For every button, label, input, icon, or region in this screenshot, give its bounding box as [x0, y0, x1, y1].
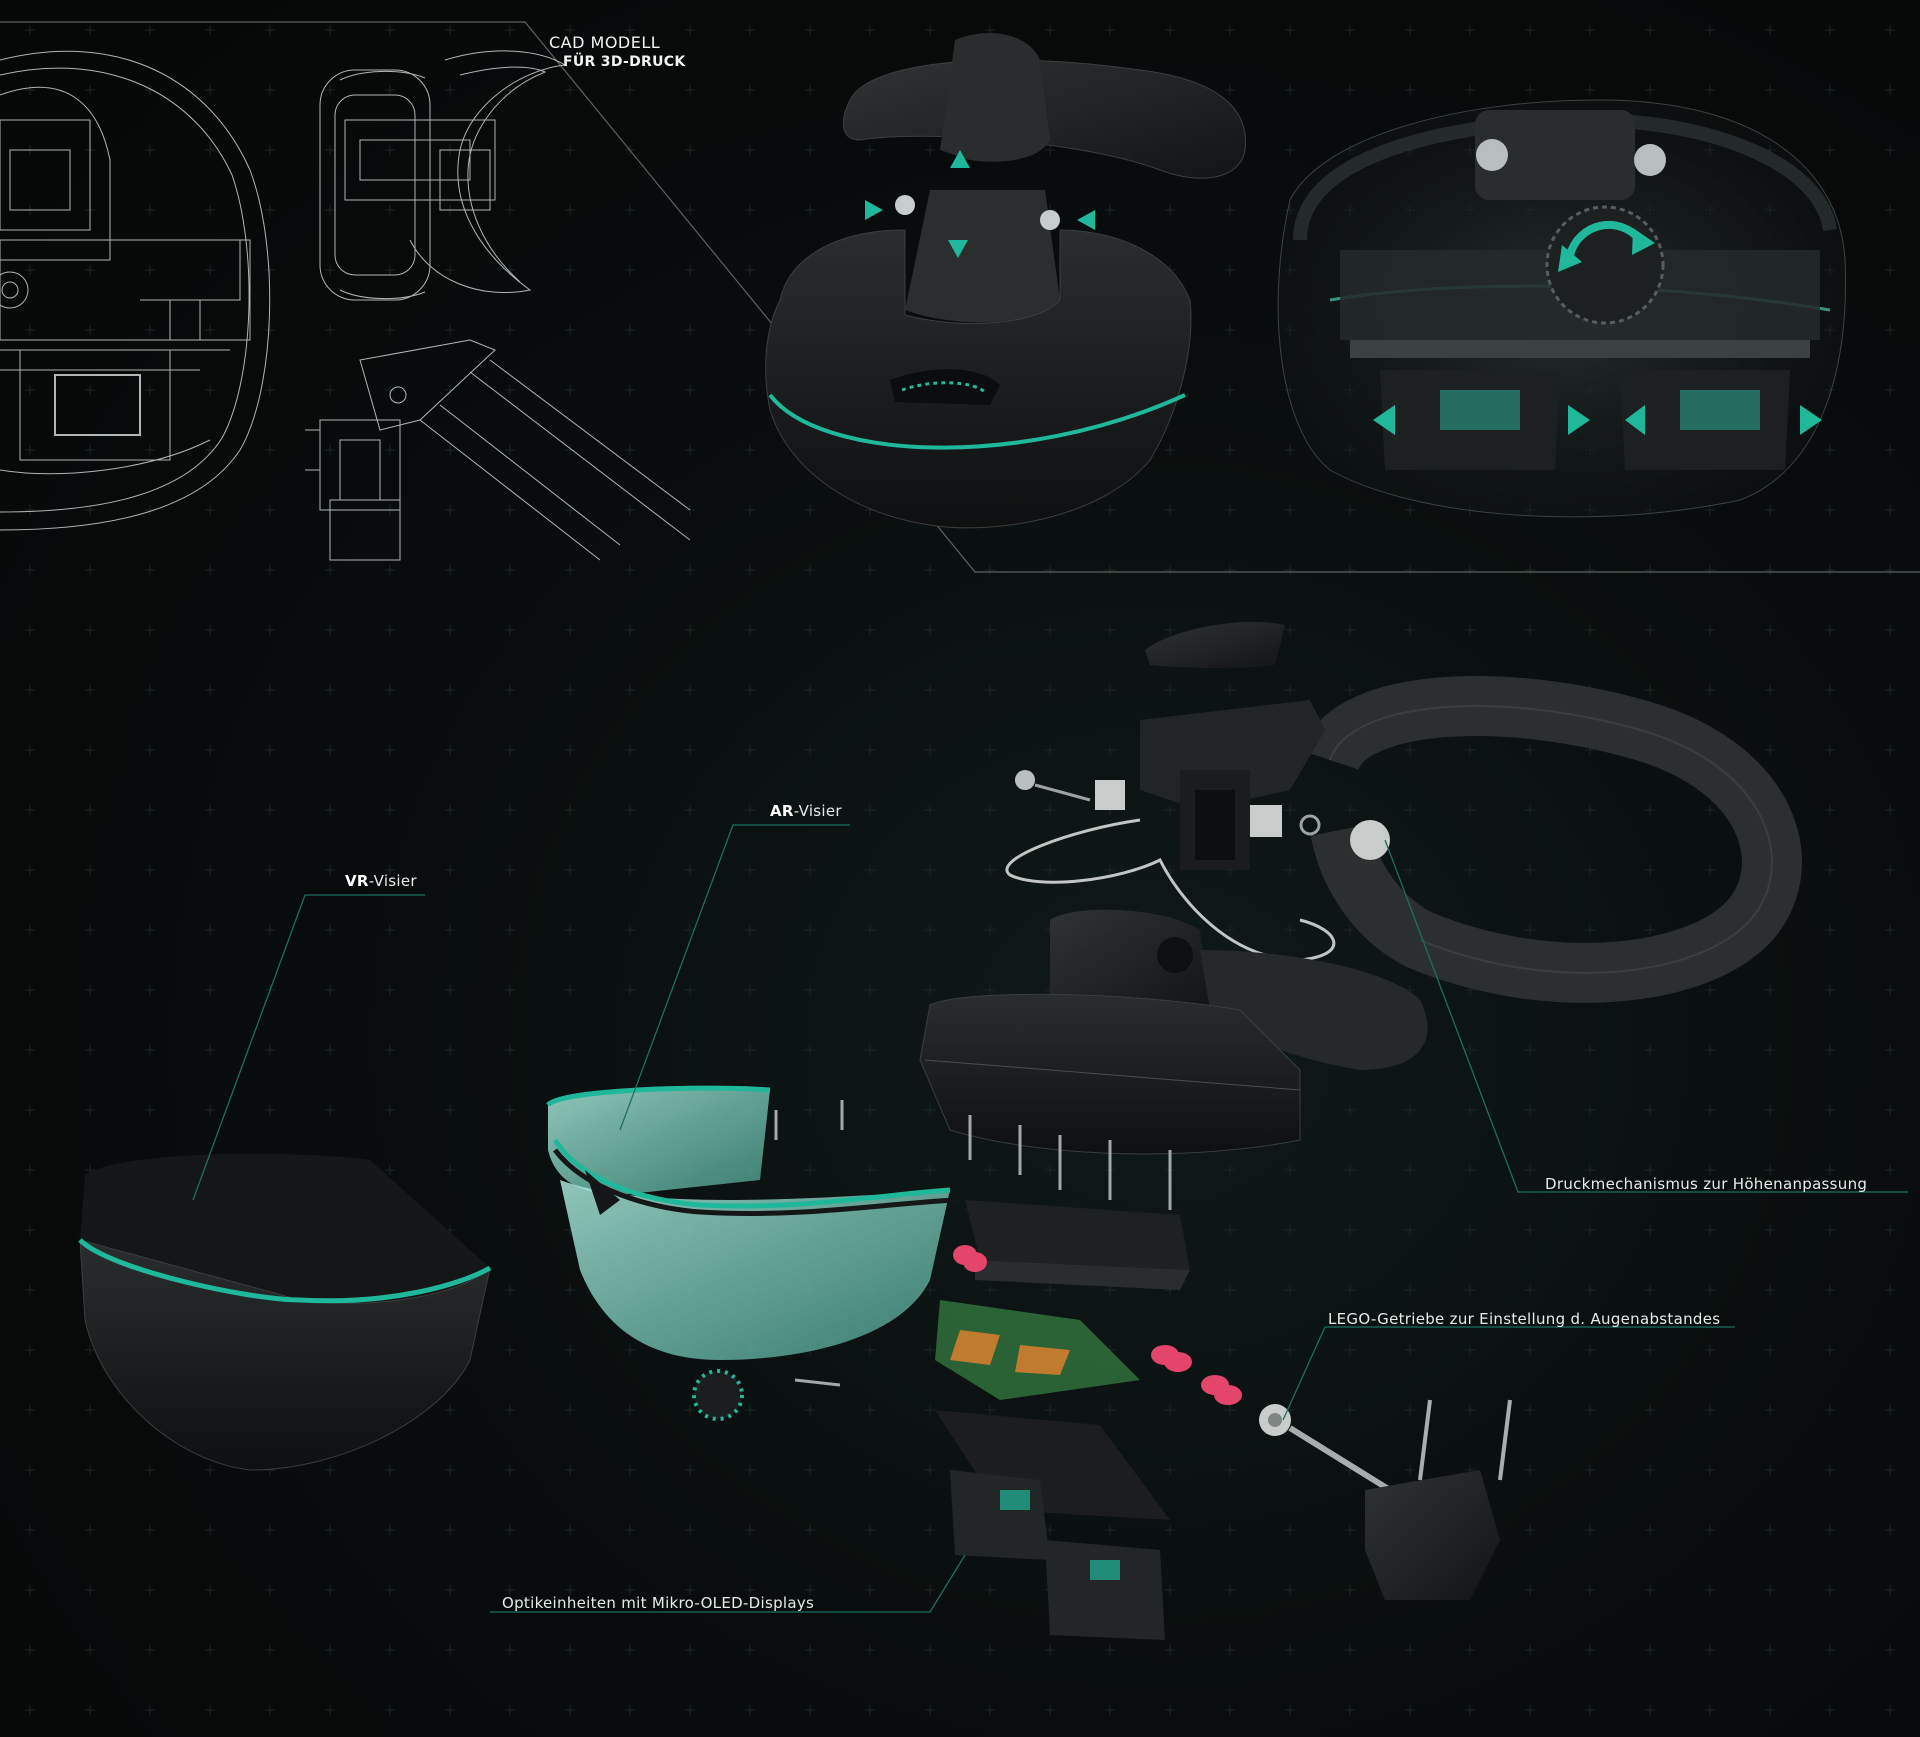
rotate-arrow-icon [1566, 220, 1644, 257]
springs [953, 1245, 1242, 1405]
leader-druckmechanismus [1384, 839, 1908, 1193]
leader-optikeinheiten [490, 1554, 966, 1613]
headset-render-xray [1277, 99, 1847, 518]
arrow-left-icon [1373, 405, 1395, 435]
ar-visor [546, 1085, 956, 1360]
headset-render-front [765, 32, 1247, 529]
label-ar-bold: AR [770, 802, 794, 820]
vr-visor [78, 1153, 492, 1471]
pcb-board [935, 1300, 1140, 1400]
label-ar-visier: AR-Visier [770, 802, 842, 820]
head-strap [1301, 676, 1802, 1003]
cad-wireframe-top-view [319, 50, 567, 301]
arrow-down-icon [948, 240, 968, 258]
ipd-slider-mount [1365, 1399, 1512, 1600]
top-panel-frame [0, 21, 1920, 573]
screws-bottom [774, 1100, 1172, 1387]
height-bracket [1140, 700, 1325, 870]
cad-title-line2: FÜR 3D-DRUCK [563, 54, 686, 70]
arrow-right-icon [1568, 405, 1590, 435]
label-druckmechanismus: Druckmechanismus zur Höhenanpassung [1545, 1175, 1868, 1193]
main-body-shell [919, 909, 1428, 1155]
label-vr-visier: VR-Visier [345, 872, 417, 890]
label-vr-bold: VR [345, 872, 369, 890]
arrow-left-icon [1077, 210, 1095, 230]
cable [1005, 818, 1336, 962]
cad-wireframe-front-view [305, 339, 691, 561]
arrow-left-icon [1625, 405, 1645, 435]
cad-wireframe-side-view [0, 50, 271, 531]
arrow-up-icon [950, 150, 970, 168]
label-optikeinheiten: Optikeinheiten mit Mikro-OLED-Displays [502, 1594, 815, 1612]
leader-vr-visor [192, 894, 425, 1201]
label-vr-rest: -Visier [368, 872, 417, 890]
arrow-right-icon [1800, 405, 1822, 435]
leader-lines [192, 824, 1908, 1613]
leader-ar-visor [619, 824, 850, 1131]
internal-plate [965, 1200, 1190, 1290]
label-lego-getriebe: LEGO-Getriebe zur Einstellung d. Augenab… [1328, 1310, 1721, 1328]
top-cap [1145, 621, 1285, 669]
screws-top [1015, 770, 1390, 860]
arrow-right-icon [865, 200, 883, 220]
cad-title-line1: CAD MODELL [549, 33, 661, 52]
optic-units [935, 1410, 1170, 1640]
leader-lego-getriebe [1282, 1326, 1735, 1421]
lego-gear [692, 1369, 1392, 1493]
label-ar-rest: -Visier [793, 802, 842, 820]
